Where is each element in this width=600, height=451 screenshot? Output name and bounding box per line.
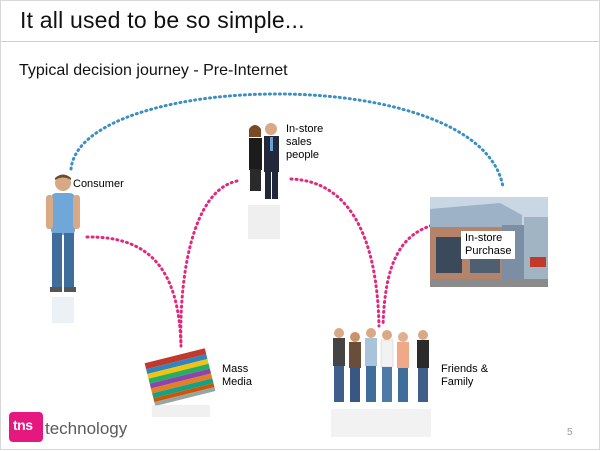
logo-name: technology	[45, 419, 128, 438]
slide-title: It all used to be so simple...	[20, 7, 305, 33]
arc-consumer-to-purchase	[69, 92, 505, 189]
tns-technology-logo: tns technology	[9, 412, 129, 444]
logo-brand: tns	[13, 417, 33, 433]
arc-consumer-to-media	[85, 235, 183, 348]
slide-subtitle: Typical decision journey - Pre-Internet	[19, 62, 288, 79]
arc-sales-to-media	[179, 179, 239, 348]
friends-group-icon	[331, 328, 431, 437]
logo-badge	[9, 412, 43, 442]
label-mass-media: Mass Media	[222, 363, 252, 388]
label-friends-family: Friends & Family	[441, 363, 489, 388]
label-sales-people: In-store sales people	[286, 123, 324, 161]
arc-sales-to-friends	[289, 177, 381, 328]
sales-people-icon	[248, 123, 280, 239]
title-divider	[1, 41, 599, 42]
page-number: 5	[567, 427, 573, 438]
label-consumer: Consumer	[73, 178, 124, 190]
label-in-store-purchase: In-store Purchase	[461, 231, 516, 259]
magazines-icon	[144, 348, 216, 417]
consumer-person-icon	[46, 174, 80, 323]
arc-purchase-to-friends	[381, 221, 443, 328]
